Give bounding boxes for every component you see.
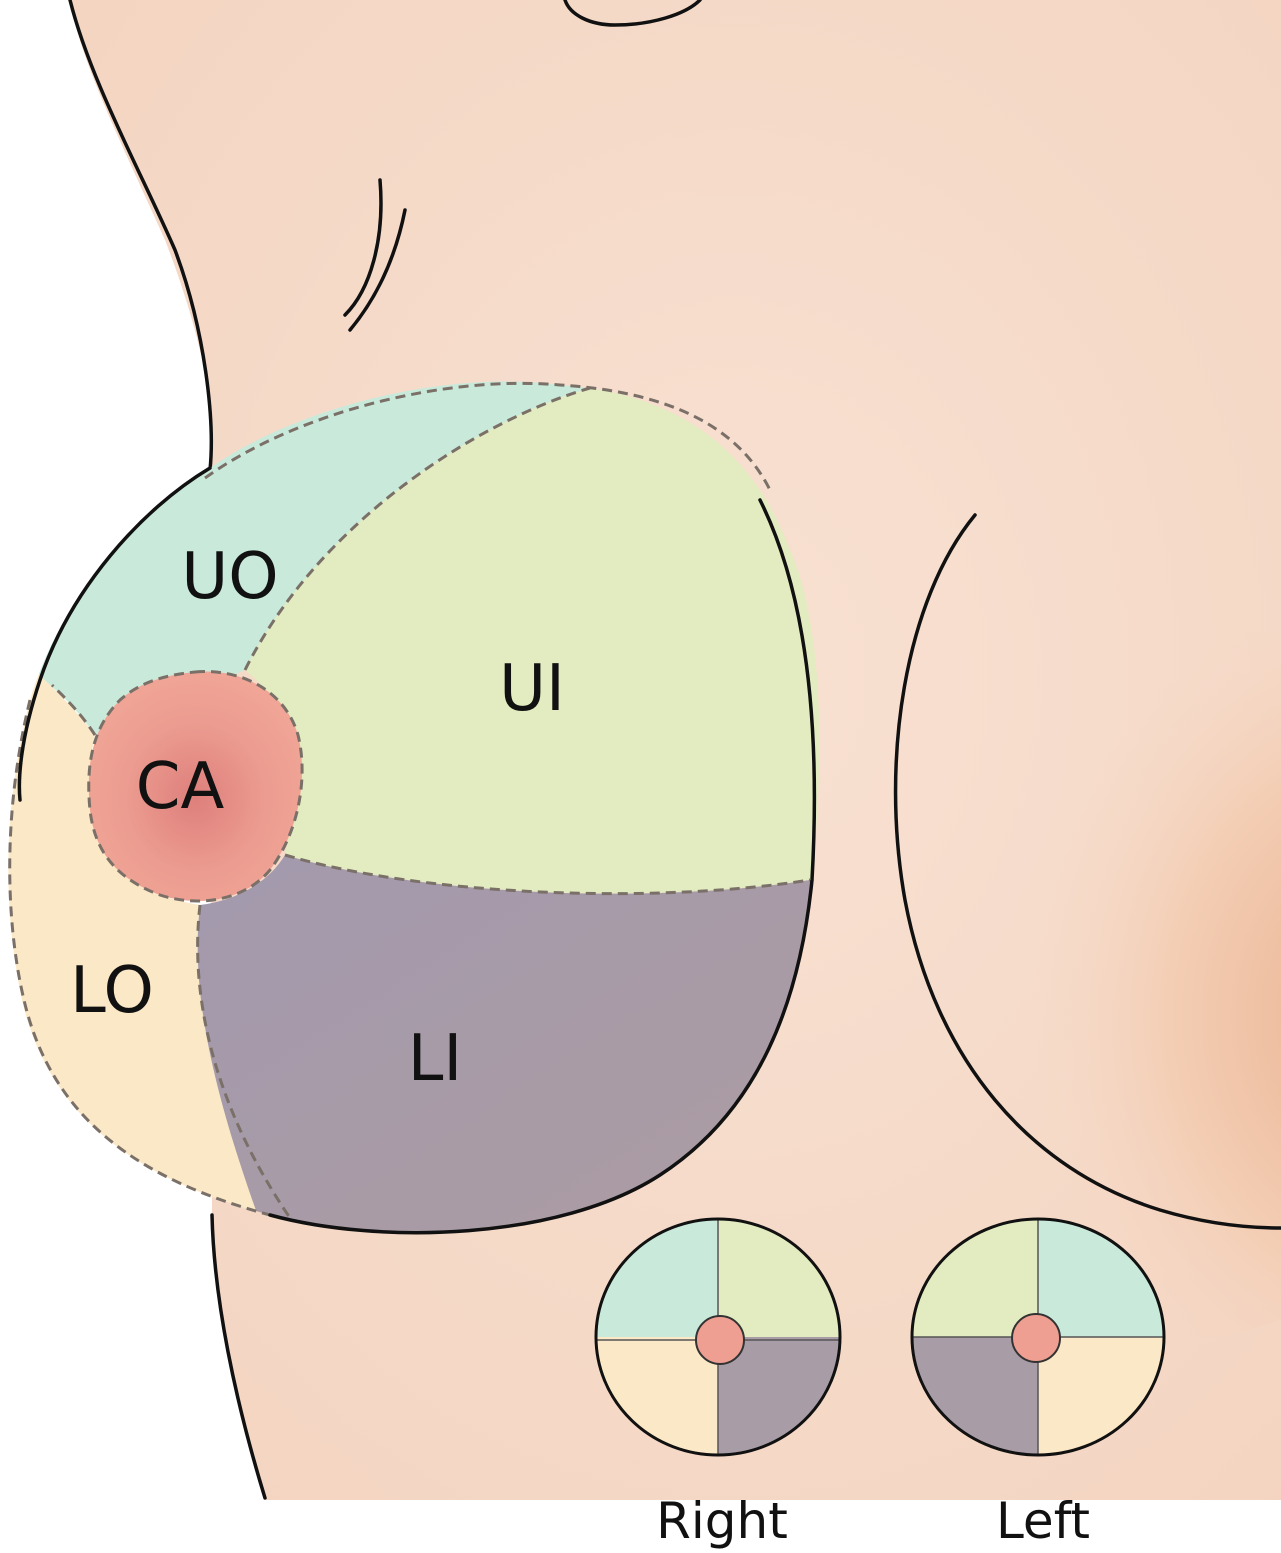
legend-right-central — [695, 1315, 745, 1365]
legend-left: Left — [910, 1217, 1166, 1550]
legend-right-label: Right — [656, 1492, 788, 1550]
body-outline — [68, 0, 1281, 1500]
label-li: LI — [408, 1022, 463, 1096]
region-upper-inner — [245, 381, 820, 894]
label-ca: CA — [136, 750, 225, 824]
label-uo: UO — [181, 540, 278, 614]
legend-right: Right — [594, 1217, 842, 1550]
label-ui: UI — [499, 652, 565, 726]
legend-left-label: Left — [996, 1492, 1090, 1550]
legend-left-central — [1011, 1313, 1061, 1363]
label-lo: LO — [70, 954, 154, 1028]
region-central — [88, 671, 303, 902]
